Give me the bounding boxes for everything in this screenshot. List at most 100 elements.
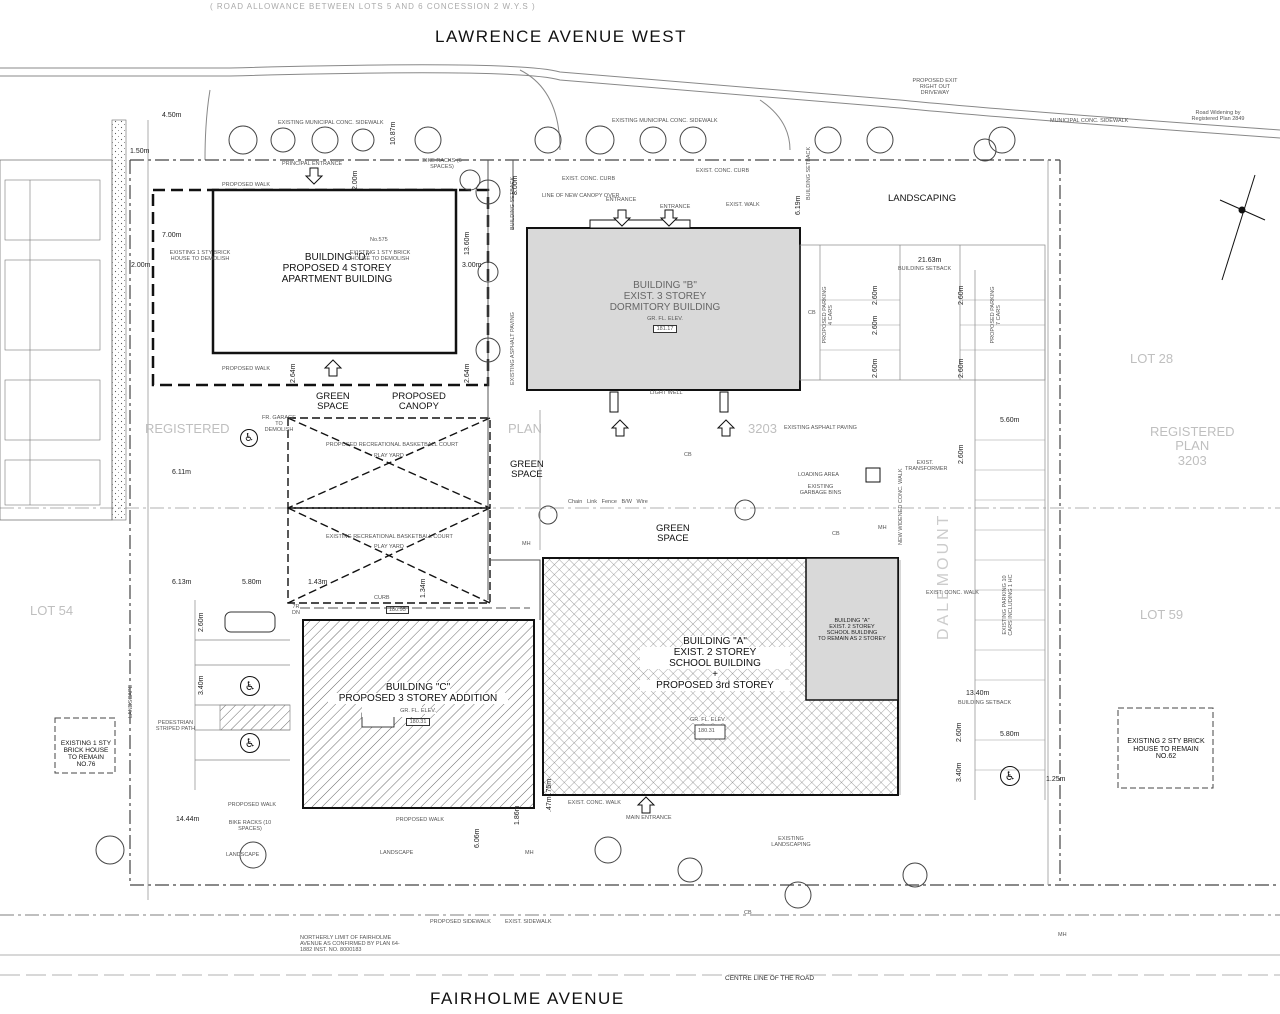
dim-260d: 2.60m (958, 285, 965, 305)
dim-143: 1.43m (308, 579, 328, 586)
dim-1360: 13.60m (464, 231, 471, 255)
dim-1087: 10.87m (390, 121, 397, 145)
pedestrian-path: PEDESTRIAN STRIPED PATH (155, 720, 196, 733)
building-d-label: BUILDING "D" PROPOSED 4 STOREY APARTMENT… (272, 252, 402, 285)
proposed-walk-2: PROPOSED WALK (222, 366, 271, 372)
road-widening: Road Widening by Registered Plan 2849 (1191, 110, 1245, 123)
registered-plan-east-l1: REGISTERED (1150, 424, 1235, 439)
lot-54-label: LOT 54 (30, 603, 74, 618)
canopy-over: LINE OF NEW CANOPY OVER (542, 193, 620, 199)
mh-2: MH (878, 525, 887, 531)
dim-613: 6.13m (172, 579, 192, 586)
proposed-parking-4: PROPOSED PARKING 4 CARS (822, 286, 835, 344)
dim-260b: 2.60m (872, 315, 879, 335)
west-hedge (111, 119, 127, 521)
dim-580b: 5.80m (1000, 731, 1020, 738)
building-a-line4: + (712, 669, 718, 680)
building-c-elev-label: GR. FL. ELEV. (400, 708, 436, 715)
accessible-parking-icon: ♿ (240, 676, 260, 696)
mh-1: MH (522, 541, 531, 547)
green-space-3: GREEN SPACE (656, 523, 690, 545)
municipal-sidewalk-2: EXISTING MUNICIPAL CONC. SIDEWALK (612, 118, 718, 124)
building-b-line2: EXIST. 3 STOREY (623, 291, 707, 302)
proposed-walk-3: PROPOSED WALK (228, 802, 277, 808)
dim-264a: 2.64m (290, 363, 297, 383)
landscape-2: LANDSCAPE (128, 684, 134, 718)
building-a-label: BUILDING "A" EXIST. 2 STOREY SCHOOL BUIL… (640, 636, 790, 691)
landscaping-label: LANDSCAPING (888, 193, 957, 204)
green-space-1-l1: GREEN (316, 391, 350, 402)
no-575-label: No.575 (370, 237, 388, 243)
proposed-canopy-l1: PROPOSED (392, 391, 446, 402)
existing-landscaping: EXISTING LANDSCAPING (771, 836, 811, 849)
trees (95, 125, 1016, 909)
house-76-outline (54, 717, 116, 774)
green-space-1: GREEN SPACE (316, 391, 350, 413)
building-b-label: BUILDING "B" EXIST. 3 STOREY DORMITORY B… (595, 280, 735, 334)
dim-150: 1.50m (130, 148, 150, 155)
dim-450: 4.50m (162, 112, 182, 119)
building-c-line1: BUILDING "C" (385, 682, 451, 693)
dim-134: 1.34m (420, 578, 427, 598)
basketball-courts (287, 417, 491, 604)
building-d-line2: PROPOSED 4 STOREY (282, 263, 392, 274)
house-demolish-west: EXISTING 1 STY BRICK HOUSE TO DEMOLISH (169, 250, 231, 263)
municipal-sidewalk-1: EXISTING MUNICIPAL CONC. SIDEWALK (278, 120, 384, 126)
street-name-south: FAIRHOLME AVENUE (430, 989, 625, 1008)
dim-200b: 2.00m (131, 262, 151, 269)
building-setback-4: BUILDING SETBACK (958, 700, 1012, 706)
entrance-arrows (304, 167, 736, 814)
dim-1444: 14.44m (176, 816, 200, 823)
landscape-3: LANDSCAPE (226, 852, 260, 858)
accessible-parking-icon: ♿ (240, 429, 258, 447)
bike-racks-bottom: BIKE RACKS (10 SPACES) (228, 820, 272, 833)
building-c-label: BUILDING "C" PROPOSED 3 STOREY ADDITION … (328, 682, 508, 727)
building-a-remain-label: BUILDING "A" EXIST. 2 STOREY SCHOOL BUIL… (812, 618, 892, 642)
building-d-line1: BUILDING "D" (304, 252, 370, 263)
dim-260e: 2.60m (958, 358, 965, 378)
mh-3: MH (525, 850, 534, 856)
dim-260c: 2.60m (872, 358, 879, 378)
building-d-line3: APARTMENT BUILDING (281, 274, 393, 285)
green-space-2-l2: SPACE (511, 469, 543, 481)
building-a-line2: EXIST. 2 STOREY (640, 647, 790, 658)
building-c-line2: PROPOSED 3 STOREY ADDITION (328, 693, 508, 704)
building-a-remain-line1: BUILDING "A" (834, 618, 870, 624)
cb-4: CB (744, 910, 752, 916)
proposed-walk-1: PROPOSED WALK (222, 182, 271, 188)
exist-walk: EXIST. WALK (726, 202, 760, 208)
registered-west-label: REGISTERED (145, 421, 230, 436)
proposed-parking-7: PROPOSED PARKING 7 CARS (990, 286, 1003, 344)
house-62-label: EXISTING 2 STY BRICK HOUSE TO REMAIN NO.… (1127, 738, 1205, 761)
northerly-limit: NORTHERLY LIMIT OF FAIRHOLME AVENUE AS C… (300, 935, 400, 954)
parking-east (799, 244, 1046, 800)
municipal-sidewalk-3: MUNICIPAL CONC. SIDEWALK (1050, 118, 1129, 124)
exist-curb-2: EXIST. CONC. CURB (696, 168, 750, 174)
house-demolish-575: EXISTING 1 STY BRICK HOUSE TO DEMOLISH (349, 250, 411, 263)
lot-28-label: LOT 28 (1130, 351, 1174, 366)
mh-4: MH (1058, 932, 1067, 938)
dalemount-label: DALEMOUNT (935, 512, 952, 640)
plan-west-label: PLAN (508, 421, 542, 436)
accessible-parking-icon: ♿ (240, 733, 260, 753)
registered-plan-east-l2: PLAN (1175, 438, 1210, 454)
dim-260a: 2.60m (872, 285, 879, 305)
main-entrance: MAIN ENTRANCE (626, 815, 672, 821)
lot-59-label: LOT 59 (1140, 607, 1184, 622)
dim-260f: 2.60m (958, 444, 965, 464)
building-c-elev: 180.31 (405, 718, 431, 727)
registered-plan-east-l3: 3203 (1177, 452, 1207, 468)
exist-sidewalk: EXIST. SIDEWALK (505, 919, 552, 925)
cb-1: CB (684, 452, 692, 458)
transformer-label: EXIST. TRANSFORMER (905, 460, 948, 473)
building-a-remain-line4: TO REMAIN AS 2 STOREY (818, 636, 886, 643)
building-d (211, 188, 458, 355)
entrance-1: ENTRANCE (606, 197, 637, 203)
exist-curb-1: EXIST. CONC. CURB (562, 176, 616, 182)
street-name-north: LAWRENCE AVENUE WEST (435, 27, 687, 46)
basketball-1: PROPOSED RECREATIONAL BASKETBALL COURT (326, 442, 459, 448)
building-a-line5: PROPOSED 3rd STOREY (640, 680, 790, 691)
existing-asphalt-1: EXISTING ASPHALT PAVING (510, 312, 516, 385)
garage-demolish: FR. GARAGE TO DEMOLISH (262, 415, 296, 434)
proposed-exit: PROPOSED EXIT RIGHT OUT DRIVEWAY (912, 78, 958, 97)
